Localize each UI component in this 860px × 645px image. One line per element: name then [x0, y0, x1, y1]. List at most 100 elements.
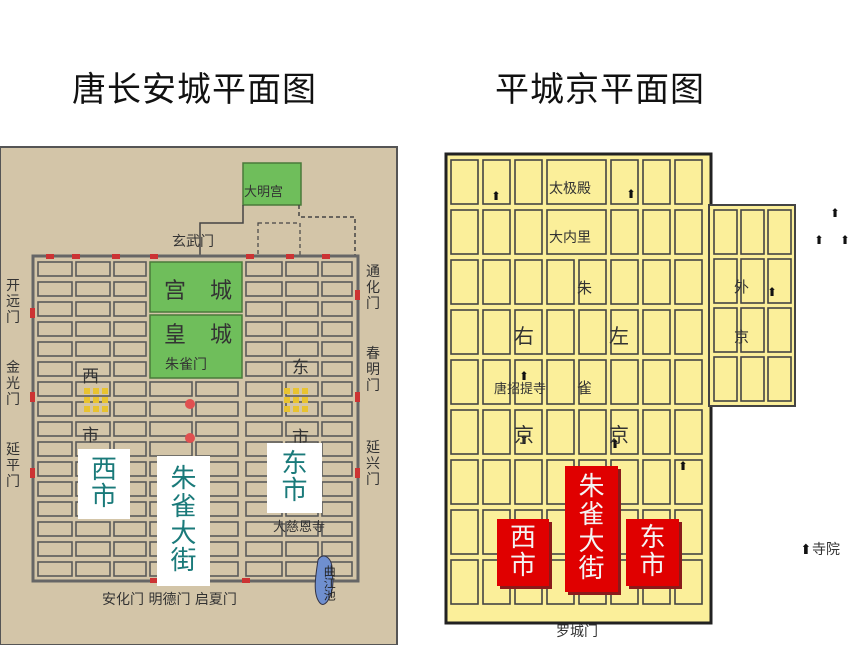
heijo-outer-block	[713, 258, 738, 304]
label-zhu: 朱	[577, 279, 592, 297]
city-block	[113, 381, 147, 397]
city-block	[321, 481, 353, 497]
heijo-block	[450, 409, 479, 455]
gate-mark	[246, 254, 254, 259]
heijo-block	[546, 309, 575, 355]
gate-mark	[150, 254, 158, 259]
label-que: 雀	[577, 379, 592, 397]
label-daigokuden: 太极殿	[549, 181, 591, 197]
label-dainairi: 大内里	[549, 230, 591, 246]
label-toshodaiji: 唐招提寺	[494, 381, 546, 397]
city-block	[195, 381, 239, 397]
label-left-capital: 左	[609, 324, 629, 348]
label-imperial-city-2: 城	[210, 323, 232, 348]
legend-temple-label: 寺院	[812, 542, 840, 558]
heijo-palace-block	[546, 209, 607, 255]
side-gate-char: 光	[6, 376, 20, 392]
gate-mark	[242, 578, 250, 583]
changan-map-title: 唐长安城平面图	[72, 70, 317, 110]
heijo-map-title: 平城京平面图	[495, 70, 705, 110]
side-gate-char: 门	[6, 474, 20, 490]
heijo-outer-block	[740, 209, 765, 255]
city-block	[113, 561, 147, 577]
box-char: 大	[578, 527, 605, 557]
market-cell	[284, 388, 290, 394]
heijo-block	[674, 309, 703, 355]
city-block	[37, 521, 73, 537]
market-cell	[284, 397, 290, 403]
heijo-block	[514, 209, 543, 255]
heijo-block	[610, 359, 639, 405]
side-gate-char: 兴	[366, 456, 380, 472]
city-block	[245, 301, 283, 317]
side-gate-char: 门	[6, 310, 20, 326]
heijo-block	[546, 259, 575, 305]
box-char: 市	[639, 550, 666, 581]
city-block	[37, 541, 73, 557]
box-char: 朱	[170, 464, 197, 495]
label-palace-city-2: 城	[210, 279, 232, 304]
heijo-block	[642, 359, 671, 405]
city-block	[321, 421, 353, 437]
market-cell	[102, 388, 108, 394]
heijo-block	[450, 259, 479, 305]
city-block	[149, 381, 193, 397]
city-block	[37, 441, 73, 457]
city-block	[321, 381, 353, 397]
market-cell	[302, 406, 308, 412]
label-daming-palace: 大明宫	[244, 185, 283, 200]
city-block	[113, 521, 147, 537]
temple-arrow-icon: ⬆	[626, 187, 636, 201]
box-char: 西	[509, 523, 536, 554]
gate-mark	[322, 254, 330, 259]
label-west-market-small-2: 市	[82, 426, 99, 446]
box-char: 大	[170, 519, 197, 549]
city-block	[321, 261, 353, 277]
temple-arrow-icon: ⬆	[610, 437, 620, 451]
market-cell	[84, 388, 90, 394]
heijo-block	[674, 159, 703, 205]
heijo-outer-block	[767, 307, 792, 353]
city-block	[37, 321, 73, 337]
box-char: 朱	[578, 472, 605, 503]
heijo-temple-marks: ⬆⬆⬆⬆⬆⬆⬆⬆⬆⬆	[491, 187, 850, 473]
heijo-block	[610, 409, 639, 455]
city-block	[113, 541, 147, 557]
city-block	[113, 321, 147, 337]
heijo-west-market-box: 西 市	[497, 519, 549, 586]
market-cell	[302, 388, 308, 394]
city-block	[113, 361, 147, 377]
market-cell	[93, 397, 99, 403]
city-block	[149, 421, 193, 437]
box-char: 东	[281, 448, 308, 479]
city-block	[321, 361, 353, 377]
city-block	[321, 321, 353, 337]
heijo-block	[482, 309, 511, 355]
heijo-block	[610, 159, 639, 205]
box-char: 东	[639, 523, 666, 554]
changan-west-market-box: 西 市	[78, 449, 130, 519]
city-block	[195, 401, 239, 417]
market-cell	[102, 406, 108, 412]
city-block	[321, 441, 353, 457]
city-block	[113, 401, 147, 417]
city-block	[75, 561, 111, 577]
heijo-block	[450, 359, 479, 405]
box-char: 雀	[578, 499, 605, 530]
changan-zhuque-street-box: 朱 雀 大 街	[157, 456, 210, 586]
gate-mark	[46, 254, 54, 259]
heijo-block	[482, 159, 511, 205]
heijo-block	[450, 159, 479, 205]
heijo-outer-block	[740, 307, 765, 353]
label-right-capital: 右	[514, 324, 534, 348]
heijo-block	[514, 159, 543, 205]
gate-mark	[150, 578, 158, 583]
side-gate-char: 化	[366, 280, 380, 296]
heijo-block	[514, 309, 543, 355]
city-block	[245, 281, 283, 297]
label-outer: 外	[734, 278, 749, 296]
heijo-block	[482, 259, 511, 305]
city-block	[37, 481, 73, 497]
city-block	[245, 321, 283, 337]
